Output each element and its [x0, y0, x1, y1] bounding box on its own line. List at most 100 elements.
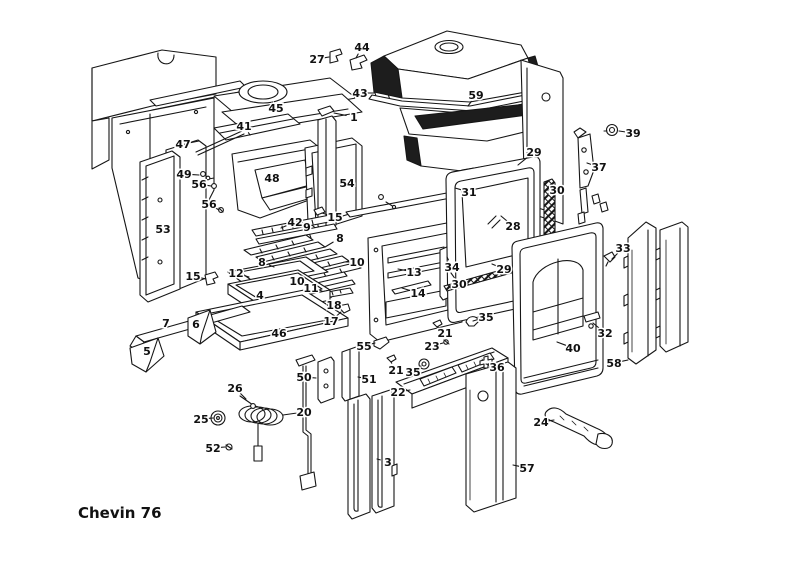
leader-line [336, 311, 342, 317]
leader-line [371, 342, 376, 345]
part-label: 9 [303, 221, 311, 234]
part-label: 10 [349, 256, 365, 269]
side-column-58 [623, 221, 657, 365]
part-label: 29 [526, 146, 541, 159]
leader-line [454, 187, 462, 191]
part-label: 56 [201, 198, 217, 211]
wedge-5 [129, 337, 165, 373]
diagram-title: Chevin 76 [78, 504, 162, 522]
leader-line [439, 342, 444, 345]
leader-line [206, 184, 212, 187]
part-label: 10 [289, 275, 305, 288]
part-label: 7 [162, 317, 170, 330]
part-label: 8 [258, 256, 266, 269]
part-label: 20 [296, 406, 312, 419]
part-label: 51 [361, 373, 376, 386]
part-label: 5 [143, 345, 151, 358]
leader-line [215, 207, 220, 211]
leader-line [200, 277, 207, 280]
leader-line [304, 282, 310, 285]
part-label: 36 [489, 361, 505, 374]
linkage-20 [238, 354, 317, 491]
leader-line [318, 289, 323, 292]
wedge-6 [187, 309, 217, 345]
leader-line [405, 389, 411, 392]
leader-line [472, 318, 479, 322]
flue-bracket-37 [573, 127, 609, 225]
leader-line [517, 156, 529, 166]
leader-line [309, 233, 312, 239]
leader-line [512, 464, 520, 467]
part-label: 32 [597, 327, 612, 340]
part-label: 13 [406, 266, 421, 279]
narrow-panel-b [371, 389, 398, 514]
bracket-50 [317, 356, 335, 404]
part-label: 48 [264, 172, 279, 185]
part-label: 52 [205, 442, 220, 455]
clip-27 [329, 48, 343, 64]
leader-line [556, 341, 567, 346]
part-label: 56 [191, 178, 207, 191]
part-label: 12 [228, 267, 243, 280]
leader-line [324, 56, 330, 59]
leader-line [491, 263, 498, 267]
clip-33 [603, 251, 616, 267]
clip-17 [337, 303, 351, 314]
part-label: 30 [451, 278, 467, 291]
bracket-21a [432, 319, 443, 328]
knob-39 [603, 123, 619, 137]
handle-35a [465, 316, 480, 327]
leader-line [321, 212, 328, 216]
part-label: 18 [326, 299, 341, 312]
part-label: 17 [323, 315, 338, 328]
rod-47 [195, 130, 245, 156]
side-column-outer [655, 221, 689, 353]
leader-line [446, 256, 449, 261]
part-label: 54 [339, 177, 355, 190]
part-label: 33 [615, 242, 630, 255]
part-label: 53 [155, 223, 170, 236]
part-label: 21 [388, 364, 403, 377]
part-label: 29 [496, 263, 511, 276]
bracket-15a [204, 271, 219, 286]
part-label: 21 [437, 327, 452, 340]
leader-line [586, 162, 592, 166]
leader-line [548, 419, 555, 422]
bracket-55 [373, 336, 390, 350]
part-label: 27 [309, 53, 324, 66]
screw-23 [443, 339, 450, 345]
part-label: 25 [193, 413, 208, 426]
screw-52 [225, 443, 233, 451]
leader-line [333, 112, 347, 116]
narrow-panel-a [347, 393, 371, 520]
part-label: 45 [268, 102, 283, 115]
part-label: 59 [468, 89, 483, 102]
leader-line [280, 224, 289, 229]
part-label: 8 [336, 232, 344, 245]
part-label: 4 [256, 289, 264, 302]
leader-line [401, 287, 411, 292]
part-label: 50 [296, 371, 312, 384]
leader-line [485, 363, 490, 366]
canopy-assembly [368, 30, 558, 179]
pedal-24 [544, 407, 613, 450]
part-label: 31 [461, 186, 476, 199]
pin-26 [239, 395, 256, 409]
leader-line [324, 241, 334, 248]
leader-line [397, 268, 407, 272]
part-label: 26 [227, 382, 243, 395]
part-label: 46 [271, 327, 287, 340]
leader-line [247, 132, 251, 136]
front-column-57 [465, 361, 517, 513]
leader-line [418, 365, 422, 368]
leader-lines-layer [190, 53, 629, 467]
part-label: 15 [185, 270, 200, 283]
leader-line [190, 140, 200, 144]
leader-line [357, 376, 362, 379]
part-label: 55 [356, 340, 371, 353]
part-label: 3 [384, 456, 392, 469]
leader-line [243, 274, 250, 278]
leader-line [376, 458, 381, 461]
